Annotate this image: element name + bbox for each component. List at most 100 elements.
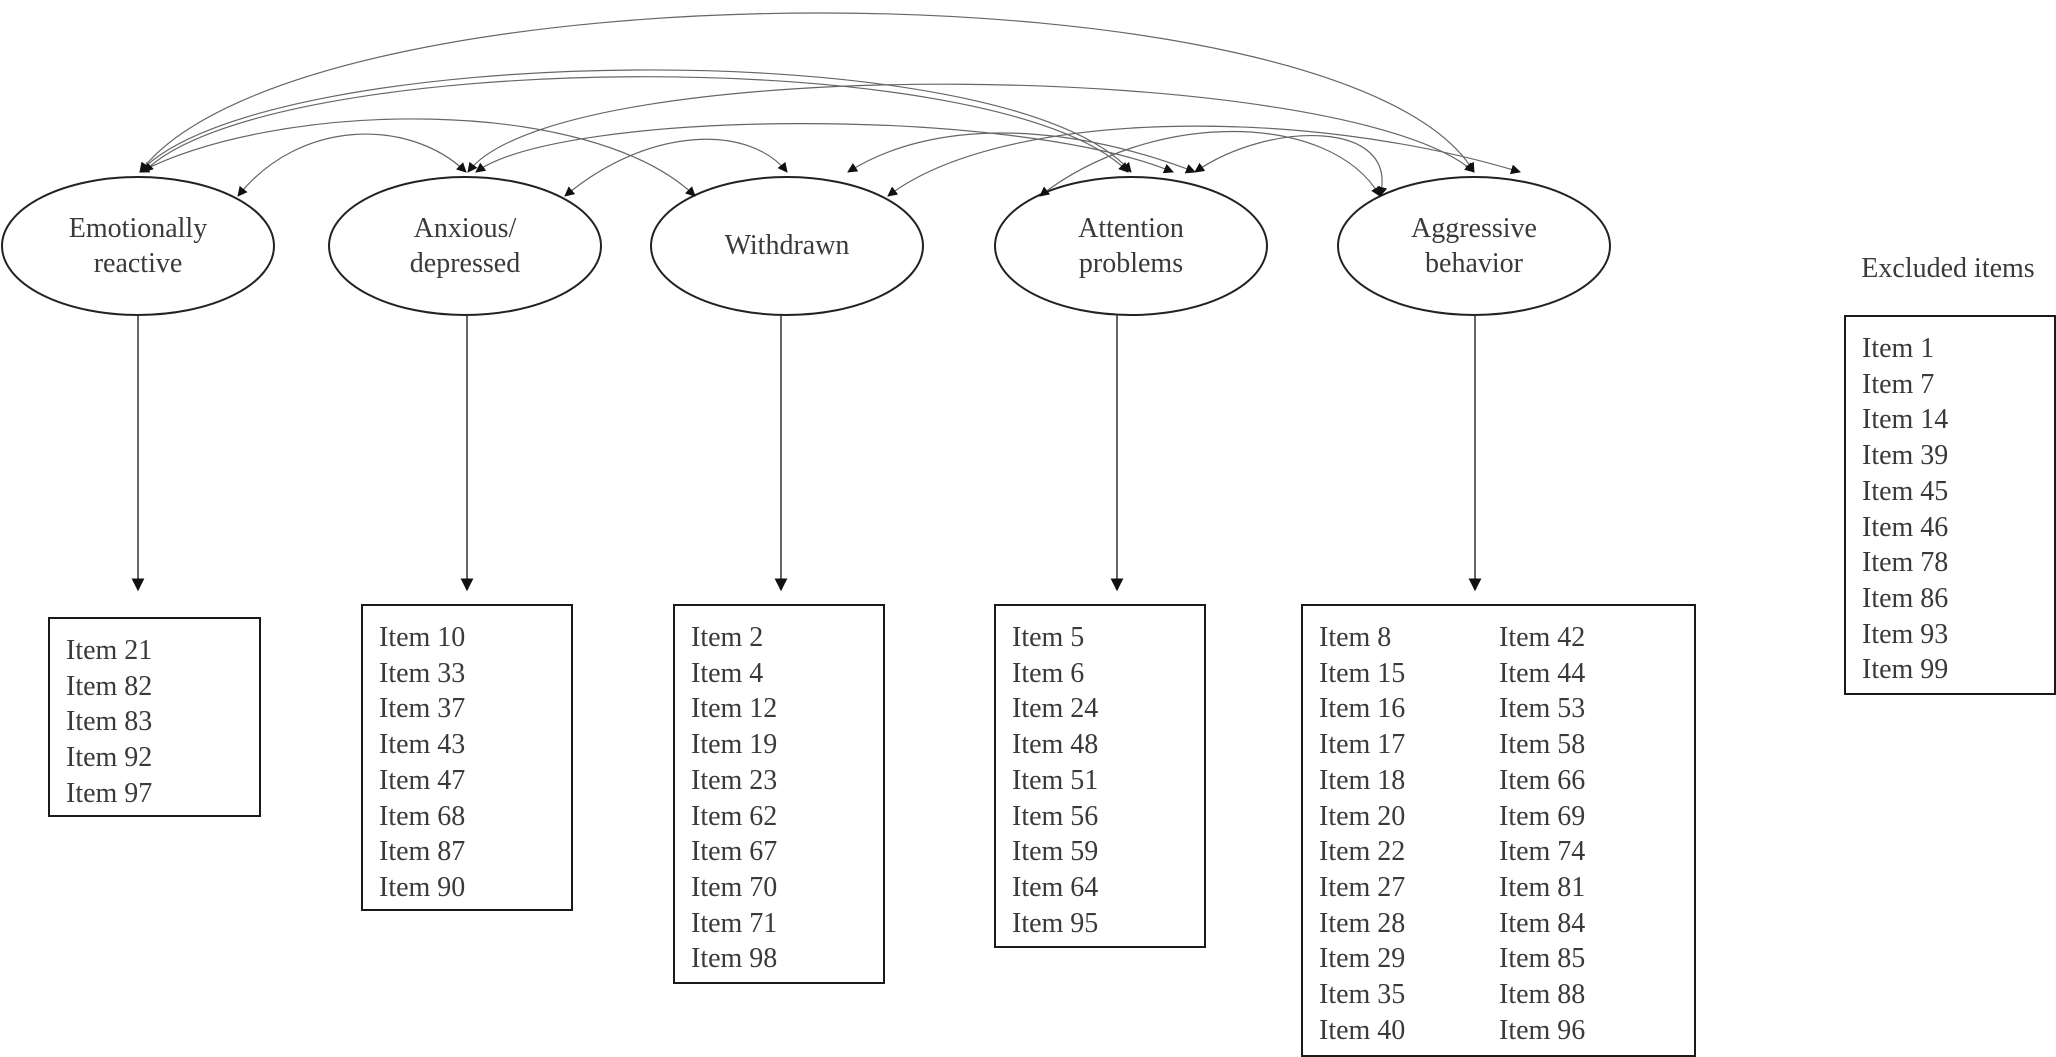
list-item: Item 4: [691, 657, 764, 689]
factor-label-line1: Anxious/: [413, 213, 517, 244]
covariance-emotional-attention-1: [139, 69, 1132, 173]
covariance-emotional-aggressive: [139, 12, 1475, 173]
list-item: Item 84: [1499, 907, 1586, 939]
list-item: Item 82: [66, 670, 153, 702]
list-item: Item 8: [1319, 622, 1392, 653]
factor-label-line1: Attention: [1078, 213, 1184, 244]
covariance-withdrawn-attention: [847, 132, 1196, 174]
item-box-emotionally-reactive: Item 21 Item 82 Item 83 Item 92 Item 97: [48, 617, 261, 817]
list-item: Item 64: [1012, 871, 1099, 903]
list-item: Item 58: [1499, 729, 1586, 761]
covariance-withdrawn-aggressive: [887, 125, 1521, 197]
list-item: Item 10: [379, 622, 466, 653]
list-item: Item 14: [1862, 404, 1949, 436]
list-item: Item 90: [379, 871, 466, 903]
list-item: Item 88: [1499, 979, 1586, 1011]
item-box-attention-problems: Item 5 Item 6 Item 24 Item 48 Item 51 It…: [994, 604, 1206, 948]
factor-label-emotionally-reactive: Emotionally reactive: [1, 211, 275, 281]
list-item: Item 18: [1319, 764, 1406, 796]
factor-label-line2: behavior: [1425, 248, 1523, 279]
list-item: Item 70: [691, 871, 778, 903]
list-item: Item 12: [691, 693, 778, 725]
list-item: Item 27: [1319, 871, 1406, 903]
list-item: Item 33: [379, 657, 466, 689]
covariance-anxious-aggressive: [467, 83, 1475, 173]
list-item: Item 46: [1862, 511, 1949, 543]
factor-label-attention-problems: Attention problems: [994, 211, 1268, 281]
list-item: Item 1: [1862, 333, 1935, 364]
list-item: Item 45: [1862, 475, 1949, 507]
list-item: Item 71: [691, 907, 778, 939]
factor-label-line1: Aggressive: [1411, 213, 1537, 244]
list-item: Item 35: [1319, 979, 1406, 1011]
covariance-attention-aggressive: [1194, 134, 1388, 197]
covariance-anxious-attention: [475, 123, 1174, 174]
covariance-emotional-withdrawn: [139, 118, 696, 197]
list-item: Item 42: [1499, 622, 1586, 653]
list-item: Item 74: [1499, 836, 1586, 868]
list-item: Item 20: [1319, 800, 1406, 832]
list-item: Item 68: [379, 800, 466, 832]
factor-label-line1: Emotionally: [68, 213, 208, 244]
list-item: Item 15: [1319, 657, 1406, 689]
item-list: Item 21 Item 82 Item 83 Item 92 Item 97: [66, 633, 152, 812]
factor-label-line2: reactive: [93, 248, 183, 279]
factor-label-line2: problems: [1078, 248, 1184, 279]
item-list: Item 10 Item 33 Item 37 Item 43 Item 47 …: [379, 620, 465, 906]
list-item: Item 87: [379, 836, 466, 868]
list-item: Item 40: [1319, 1014, 1406, 1046]
list-item: Item 5: [1012, 622, 1085, 653]
list-item: Item 62: [691, 800, 778, 832]
list-item: Item 39: [1862, 440, 1949, 472]
factor-label-line1: Withdrawn: [724, 230, 850, 261]
factor-label-withdrawn: Withdrawn: [650, 228, 924, 263]
factor-label-line2: depressed: [409, 248, 521, 279]
list-item: Item 66: [1499, 764, 1586, 796]
list-item: Item 51: [1012, 764, 1099, 796]
list-item: Item 86: [1862, 582, 1949, 614]
list-item: Item 22: [1319, 836, 1406, 868]
item-box-aggressive-behavior: Item 8 Item 15 Item 16 Item 17 Item 18 I…: [1301, 604, 1696, 1057]
list-item: Item 6: [1012, 657, 1085, 689]
covariance-emotional-attention-2: [143, 76, 1129, 173]
list-item: Item 37: [379, 693, 466, 725]
list-item: Item 44: [1499, 657, 1586, 689]
list-item: Item 98: [691, 943, 778, 975]
list-item: Item 43: [379, 729, 466, 761]
list-item: Item 92: [66, 742, 153, 774]
item-box-excluded: Item 1 Item 7 Item 14 Item 39 Item 45 It…: [1844, 315, 2056, 695]
list-item: Item 59: [1012, 836, 1099, 868]
factor-label-aggressive-behavior: Aggressive behavior: [1337, 211, 1611, 281]
item-list-column-2: Item 42 Item 44 Item 53 Item 58 Item 66 …: [1499, 620, 1585, 1048]
list-item: Item 7: [1862, 368, 1935, 400]
list-item: Item 28: [1319, 907, 1406, 939]
list-item: Item 99: [1862, 654, 1949, 686]
list-item: Item 67: [691, 836, 778, 868]
item-list: Item 2 Item 4 Item 12 Item 19 Item 23 It…: [691, 620, 777, 977]
item-box-withdrawn: Item 2 Item 4 Item 12 Item 19 Item 23 It…: [673, 604, 885, 984]
covariance-attention-aggressive-2: [1039, 131, 1381, 197]
item-box-anxious-depressed: Item 10 Item 33 Item 37 Item 43 Item 47 …: [361, 604, 573, 911]
item-list: Item 1 Item 7 Item 14 Item 39 Item 45 It…: [1862, 331, 1948, 688]
list-item: Item 21: [66, 635, 153, 666]
list-item: Item 81: [1499, 871, 1586, 903]
list-item: Item 17: [1319, 729, 1406, 761]
list-item: Item 24: [1012, 693, 1099, 725]
list-item: Item 23: [691, 764, 778, 796]
list-item: Item 93: [1862, 618, 1949, 650]
list-item: Item 29: [1319, 943, 1406, 975]
list-item: Item 16: [1319, 693, 1406, 725]
list-item: Item 53: [1499, 693, 1586, 725]
list-item: Item 48: [1012, 729, 1099, 761]
list-item: Item 19: [691, 729, 778, 761]
list-item: Item 2: [691, 622, 764, 653]
list-item: Item 83: [66, 706, 153, 738]
list-item: Item 56: [1012, 800, 1099, 832]
list-item: Item 97: [66, 777, 153, 809]
list-item: Item 95: [1012, 907, 1099, 939]
item-list-column-1: Item 8 Item 15 Item 16 Item 17 Item 18 I…: [1319, 620, 1405, 1048]
list-item: Item 69: [1499, 800, 1586, 832]
list-item: Item 47: [379, 764, 466, 796]
factor-label-anxious-depressed: Anxious/ depressed: [328, 211, 602, 281]
